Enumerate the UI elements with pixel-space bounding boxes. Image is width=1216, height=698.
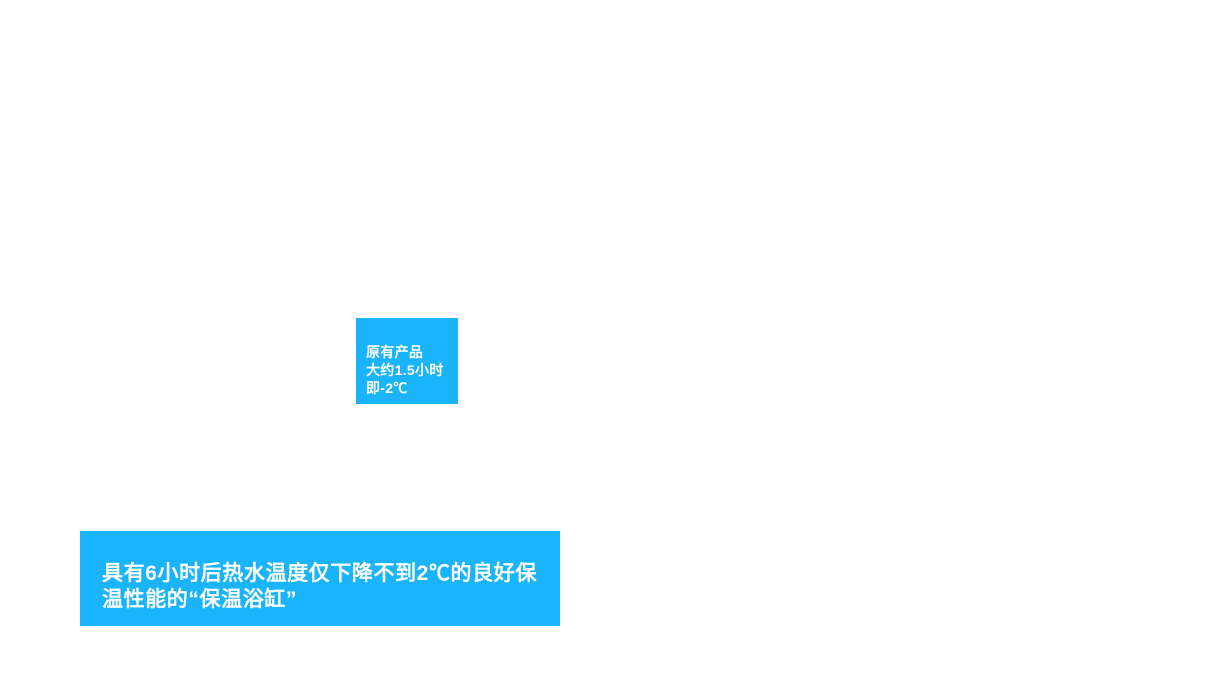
banner-insulated-bathtub: 具有6小时后热水温度仅下降不到2℃的良好保 温性能的“保温浴缸” bbox=[80, 531, 560, 626]
callout-line-2: 大约1.5小时 bbox=[366, 362, 444, 378]
callout-line-1: 原有产品 bbox=[366, 344, 424, 360]
banner-line-1: 具有6小时后热水温度仅下降不到2℃的良好保 bbox=[102, 562, 537, 585]
callout-line-3: 即-2℃ bbox=[366, 380, 408, 396]
callout-box-original-product: 原有产品 大约1.5小时 即-2℃ bbox=[356, 318, 458, 404]
banner-line-2: 温性能的“保温浴缸” bbox=[102, 588, 297, 611]
